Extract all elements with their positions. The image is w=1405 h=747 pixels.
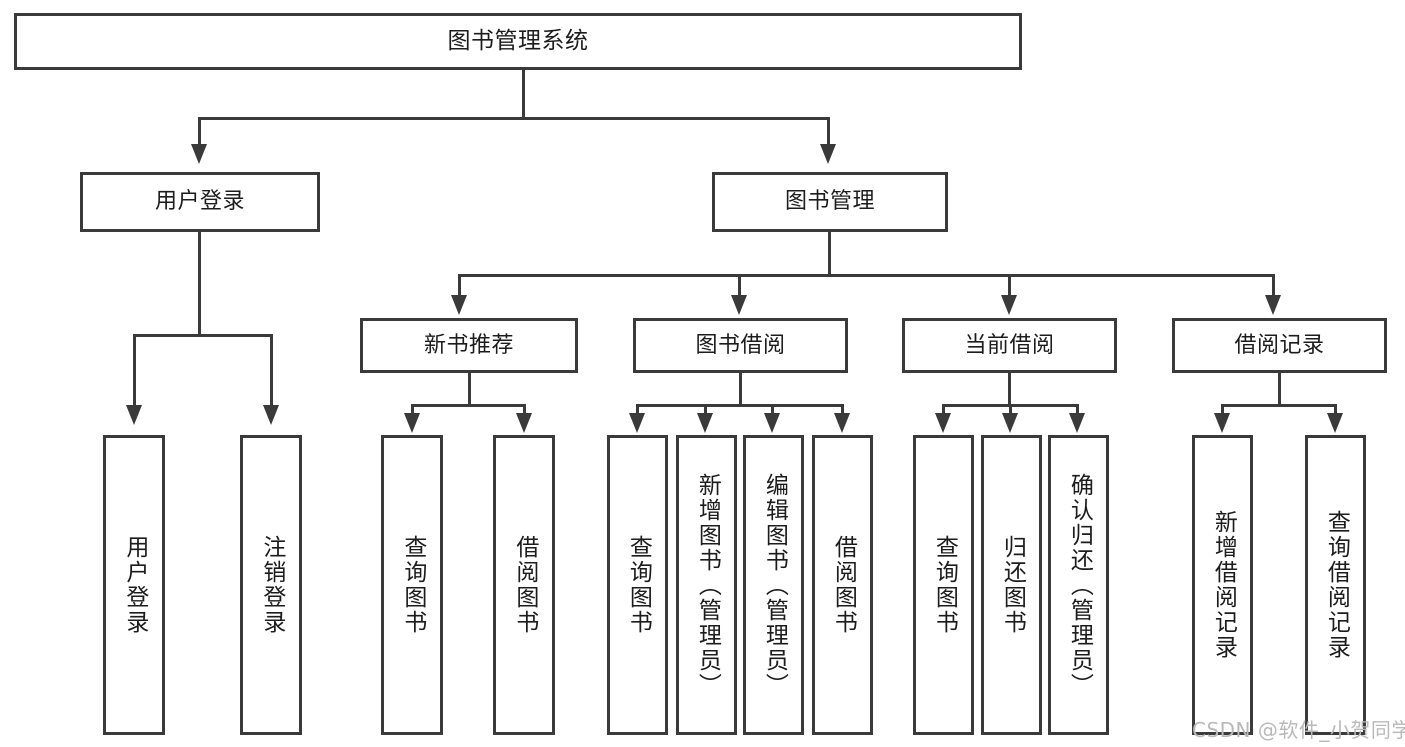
node-root-book-management-system[interactable]: 图书管理系统: [14, 13, 1022, 70]
arrow-to-leaf-query-book-cb: [935, 413, 951, 433]
arrow-to-leaf-query-record-br: [1327, 413, 1343, 433]
leaf-logout[interactable]: 注销登录: [240, 435, 302, 735]
edge-user-login-trunk: [198, 232, 201, 336]
node-label: 注销登录: [258, 535, 285, 635]
node-label: 归还图书: [999, 535, 1026, 635]
leaf-query-borrow-record[interactable]: 查询借阅记录: [1305, 435, 1366, 735]
leaf-confirm-return-admin[interactable]: 确认归还（管理员）: [1048, 435, 1109, 735]
edge-book-management-trunk: [828, 232, 831, 276]
edge-root-drop-right: [827, 117, 830, 145]
edge-bm-drop-3: [1008, 274, 1011, 296]
edge-br-drop-2: [1334, 404, 1337, 414]
csdn-watermark: CSDN @软件_小贺同学: [1192, 718, 1405, 742]
edge-user-login-drop-2: [270, 334, 273, 406]
leaf-edit-book-admin[interactable]: 编辑图书（管理员）: [743, 435, 804, 735]
edge-nbr-drop-2: [523, 404, 526, 414]
node-label: 图书管理系统: [447, 28, 589, 55]
node-label: 查询图书: [625, 535, 652, 635]
leaf-query-book-current[interactable]: 查询图书: [913, 435, 974, 735]
node-user-login[interactable]: 用户登录: [80, 172, 320, 232]
edge-bb-drop-3: [771, 404, 774, 414]
edge-book-management-bar: [458, 274, 1275, 277]
arrow-to-leaf-return-book-cb: [1002, 413, 1018, 433]
edge-cb-drop-1: [942, 404, 945, 414]
edge-user-login-bar: [133, 334, 273, 337]
arrow-to-leaf-borrow-book-nbr: [516, 413, 532, 433]
leaf-query-book-recommend[interactable]: 查询图书: [381, 435, 443, 735]
edge-root-bar: [198, 117, 830, 120]
node-label: 确认归还（管理员）: [1066, 472, 1093, 698]
leaf-query-book-borrow[interactable]: 查询图书: [607, 435, 668, 735]
arrow-to-user-login: [191, 144, 207, 164]
arrow-to-leaf-borrow-book-bb: [834, 413, 850, 433]
node-label: 借阅图书: [511, 535, 538, 635]
node-book-borrow[interactable]: 图书借阅: [633, 318, 848, 373]
edge-bb-bar: [636, 404, 844, 407]
edge-bb-drop-2: [704, 404, 707, 414]
arrow-to-leaf-add-book-bb: [697, 413, 713, 433]
edge-br-drop-1: [1221, 404, 1224, 414]
leaf-add-book-admin[interactable]: 新增图书（管理员）: [676, 435, 737, 735]
arrow-to-leaf-edit-book-bb: [764, 413, 780, 433]
leaf-borrow-book-borrow[interactable]: 借阅图书: [812, 435, 873, 735]
node-label: 查询借阅记录: [1323, 510, 1350, 660]
node-book-management[interactable]: 图书管理: [712, 172, 948, 232]
node-label: 编辑图书（管理员）: [761, 472, 788, 698]
edge-bb-trunk: [739, 373, 742, 406]
arrow-to-leaf-user-login: [126, 405, 142, 425]
edge-bm-drop-4: [1272, 274, 1275, 296]
leaf-borrow-book-recommend[interactable]: 借阅图书: [493, 435, 555, 735]
edge-nbr-drop-1: [411, 404, 414, 414]
node-label: 当前借阅: [964, 332, 1055, 358]
leaf-user-login[interactable]: 用户登录: [103, 435, 165, 735]
node-new-book-recommend[interactable]: 新书推荐: [360, 318, 578, 373]
node-label: 借阅图书: [830, 535, 857, 635]
leaf-return-book[interactable]: 归还图书: [981, 435, 1042, 735]
node-label: 查询图书: [931, 535, 958, 635]
arrow-to-book-borrow: [731, 295, 747, 315]
node-label: 图书管理: [784, 189, 875, 215]
node-label: 查询图书: [399, 535, 426, 635]
edge-root-drop-left: [198, 117, 201, 145]
arrow-to-borrow-record: [1265, 295, 1281, 315]
arrow-to-leaf-logout: [263, 405, 279, 425]
edge-cb-trunk: [1008, 373, 1011, 406]
node-label: 新书推荐: [423, 332, 514, 358]
edge-nbr-trunk: [468, 373, 471, 406]
node-label: 图书借阅: [695, 332, 786, 358]
arrow-to-current-borrow: [1001, 295, 1017, 315]
edge-bb-drop-4: [841, 404, 844, 414]
node-label: 用户登录: [154, 189, 245, 215]
arrow-to-leaf-confirm-return-cb: [1069, 413, 1085, 433]
edge-br-bar: [1221, 404, 1337, 407]
edge-nbr-bar: [411, 404, 526, 407]
node-label: 借阅记录: [1234, 332, 1325, 358]
edge-root-trunk: [522, 70, 525, 117]
arrow-to-leaf-query-book-nbr: [404, 413, 420, 433]
node-borrow-record[interactable]: 借阅记录: [1172, 318, 1387, 373]
node-label: 新增借阅记录: [1210, 510, 1237, 660]
node-label: 新增图书（管理员）: [694, 472, 721, 698]
arrow-to-new-book-recommend: [451, 295, 467, 315]
node-current-borrow[interactable]: 当前借阅: [902, 318, 1117, 373]
edge-cb-drop-2: [1009, 404, 1012, 414]
edge-br-trunk: [1278, 373, 1281, 406]
edge-bm-drop-1: [458, 274, 461, 296]
arrow-to-book-management: [820, 144, 836, 164]
leaf-add-borrow-record[interactable]: 新增借阅记录: [1192, 435, 1253, 735]
edge-user-login-drop-1: [133, 334, 136, 406]
edge-bm-drop-2: [738, 274, 741, 296]
edge-cb-drop-3: [1076, 404, 1079, 414]
edge-bb-drop-1: [636, 404, 639, 414]
node-label: 用户登录: [121, 535, 148, 635]
arrow-to-leaf-add-record-br: [1214, 413, 1230, 433]
arrow-to-leaf-query-book-bb: [629, 413, 645, 433]
